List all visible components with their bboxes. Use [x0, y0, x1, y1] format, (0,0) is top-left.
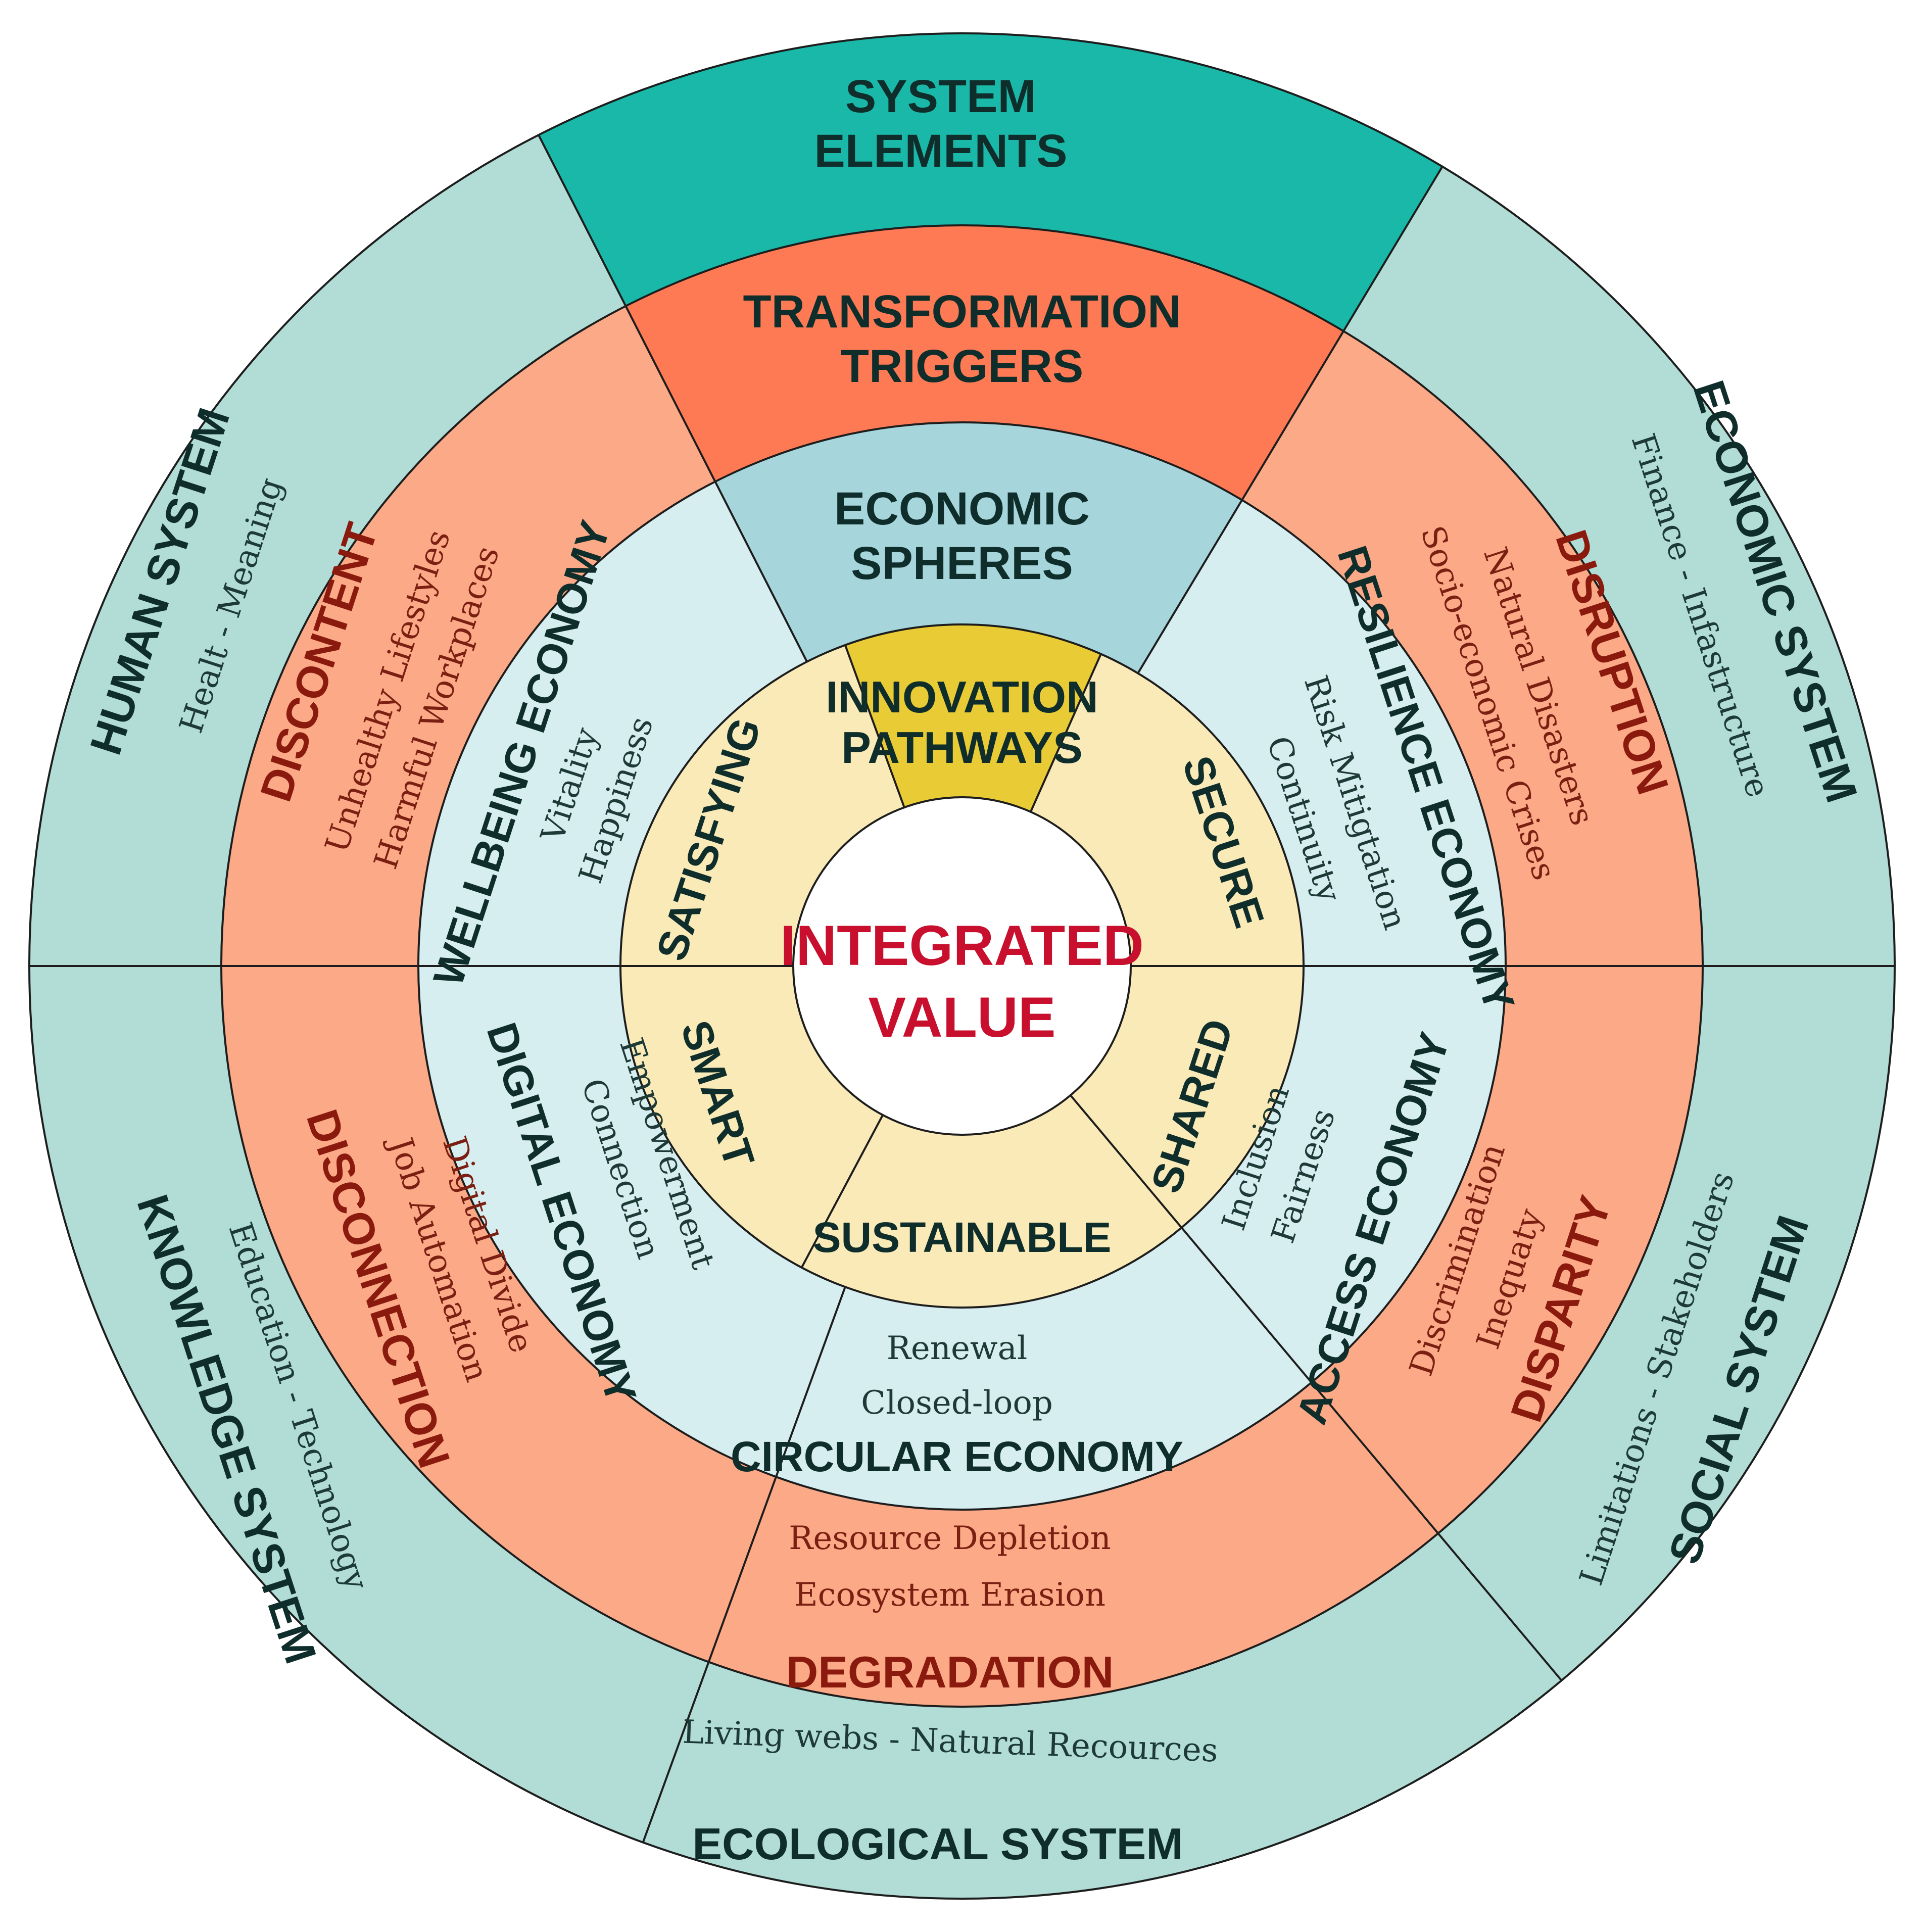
- sphere-title-circular: CIRCULAR ECONOMY: [731, 1433, 1183, 1480]
- divider-line: [538, 134, 808, 662]
- pathway-label-sustainable: SUSTAINABLE: [812, 1214, 1111, 1261]
- trigger-line2-degradation: Ecosystem Erasion: [794, 1576, 1105, 1614]
- divider-line: [1030, 653, 1102, 812]
- economic-spheres-title-line1: ECONOMIC: [834, 483, 1090, 535]
- economic-spheres-segment: [715, 422, 1242, 673]
- economic-spheres-title-line2: SPHERES: [851, 538, 1073, 589]
- transformation-triggers-title-line1: TRANSFORMATION: [743, 286, 1181, 337]
- trigger-title-degradation: DEGRADATION: [786, 1647, 1114, 1697]
- sphere-line2-circular: Closed-loop: [861, 1384, 1053, 1422]
- innovation-pathways-title-line2: PATHWAYS: [841, 722, 1083, 772]
- system-elements-title-line1: SYSTEM: [845, 71, 1036, 122]
- divider-line: [800, 1114, 884, 1268]
- system-elements-segment: [538, 33, 1442, 331]
- center-title-line1: INTEGRATED: [780, 914, 1144, 977]
- center-disc: [792, 796, 1132, 1136]
- innovation-pathways-title-line1: INNOVATION: [826, 672, 1098, 722]
- system-elements-title-line2: ELEMENTS: [814, 125, 1068, 177]
- transformation-triggers-title-line2: TRIGGERS: [841, 341, 1083, 392]
- transformation-triggers-segment: [626, 225, 1344, 500]
- center-title-line2: VALUE: [868, 986, 1055, 1049]
- divider-line: [1137, 166, 1444, 674]
- system-title-ecological: ECOLOGICAL SYSTEM: [692, 1819, 1183, 1869]
- trigger-line1-degradation: Resource Depletion: [789, 1520, 1111, 1557]
- divider-line: [1070, 1094, 1183, 1229]
- innovation-pathways-segment: [845, 624, 1101, 812]
- sphere-line1-circular: Renewal: [887, 1330, 1028, 1367]
- divider-line: [844, 645, 905, 808]
- divider-line: [1180, 1227, 1563, 1681]
- segment-dividers: [29, 134, 1895, 1843]
- divider-line: [642, 1286, 846, 1843]
